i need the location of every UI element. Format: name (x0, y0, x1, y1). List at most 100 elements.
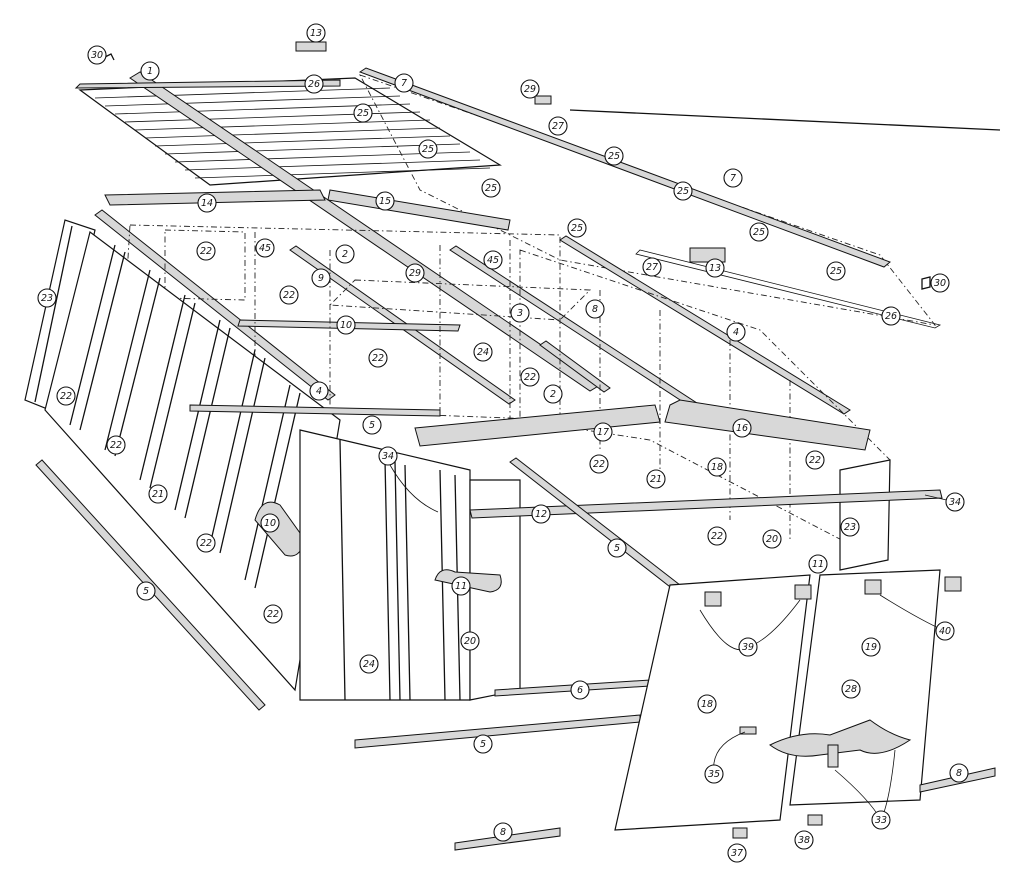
callout-number: 45 (259, 243, 271, 254)
callout-6: 6 (570, 680, 590, 700)
callout-circle (726, 322, 746, 342)
callout-1: 1 (140, 61, 160, 81)
callout-circle (481, 178, 501, 198)
callout-number: 22 (711, 531, 723, 542)
callout-11: 11 (451, 576, 471, 596)
callout-13: 13 (306, 23, 326, 43)
side-wall-ribs (69, 244, 301, 589)
callout-circle (255, 238, 275, 258)
callout-number: 25 (677, 186, 689, 197)
callout-45: 45 (483, 250, 503, 270)
roof-trim-left (74, 79, 341, 89)
callout-circle (673, 181, 693, 201)
callout-circle (520, 79, 540, 99)
callout-number: 6 (577, 685, 583, 696)
callout-circle (87, 45, 107, 65)
callout-number: 15 (379, 196, 391, 207)
header-16 (664, 399, 871, 451)
callout-4: 4 (309, 381, 329, 401)
callout-22: 22 (263, 604, 283, 624)
callout-25: 25 (481, 178, 501, 198)
callout-circle (196, 241, 216, 261)
callout-23: 23 (37, 288, 57, 308)
callout-29: 29 (405, 263, 425, 283)
callout-number: 8 (956, 768, 962, 779)
callout-circle (37, 288, 57, 308)
callout-number: 22 (200, 538, 212, 549)
callout-33: 33 (871, 810, 891, 830)
callout-29: 29 (520, 79, 540, 99)
callout-number: 18 (711, 462, 723, 473)
callout-circle (589, 454, 609, 474)
callout-circle (263, 604, 283, 624)
callout-number: 4 (733, 327, 739, 338)
callout-number: 3 (517, 308, 523, 319)
callout-number: 22 (593, 459, 605, 470)
callout-circle (697, 694, 717, 714)
callout-22: 22 (520, 367, 540, 387)
callout-number: 18 (701, 699, 713, 710)
callout-circle (935, 621, 955, 641)
callout-number: 9 (318, 273, 324, 284)
callout-21: 21 (646, 469, 666, 489)
roof-edge-rail (358, 67, 891, 268)
callout-20: 20 (762, 529, 782, 549)
callout-circle (197, 193, 217, 213)
callout-number: 26 (885, 311, 897, 322)
front-wall (299, 399, 943, 749)
callout-circle (871, 810, 891, 830)
callout-30: 30 (87, 45, 107, 65)
callout-26: 26 (881, 306, 901, 326)
callout-number: 25 (357, 108, 369, 119)
callout-circle (826, 261, 846, 281)
callout-14: 14 (197, 193, 217, 213)
callout-circle (520, 367, 540, 387)
callout-number: 19 (865, 642, 877, 653)
callout-circle (136, 581, 156, 601)
callout-circle (140, 61, 160, 81)
callout-circle (567, 218, 587, 238)
callout-17: 17 (593, 422, 613, 442)
callout-circle (805, 450, 825, 470)
hinge-39-a (704, 591, 722, 607)
roof-supports (104, 189, 511, 231)
callout-circle (762, 529, 782, 549)
callout-number: 13 (310, 28, 322, 39)
rod-12 (469, 489, 943, 519)
callout-25: 25 (749, 222, 769, 242)
hinge-40-b (944, 576, 962, 592)
bracket-2 (539, 340, 611, 393)
latch-33 (827, 744, 839, 768)
callout-circle (418, 139, 438, 159)
callout-number: 25 (422, 144, 434, 155)
callout-13: 13 (705, 258, 725, 278)
callout-28: 28 (841, 679, 861, 699)
hinge-40-a (864, 579, 882, 595)
callout-circle (378, 446, 398, 466)
callout-circle (794, 830, 814, 850)
callout-25: 25 (567, 218, 587, 238)
callout-22: 22 (56, 386, 76, 406)
callout-circle (353, 103, 373, 123)
callout-22: 22 (805, 450, 825, 470)
callout-circle (707, 526, 727, 546)
callout-22: 22 (707, 526, 727, 546)
callout-number: 1 (147, 66, 153, 77)
callout-number: 35 (708, 769, 720, 780)
callout-number: 10 (340, 320, 352, 331)
panel-23-right (839, 459, 891, 571)
callout-number: 28 (845, 684, 857, 695)
callout-circle (949, 763, 969, 783)
callout-22: 22 (196, 241, 216, 261)
callout-number: 14 (201, 198, 213, 209)
callout-circle (704, 764, 724, 784)
callout-25: 25 (826, 261, 846, 281)
callout-circle (570, 680, 590, 700)
callout-circle (335, 244, 355, 264)
callout-number: 23 (41, 293, 53, 304)
callout-25: 25 (418, 139, 438, 159)
callout-19: 19 (861, 637, 881, 657)
callout-number: 23 (844, 522, 856, 533)
callout-circle (642, 257, 662, 277)
